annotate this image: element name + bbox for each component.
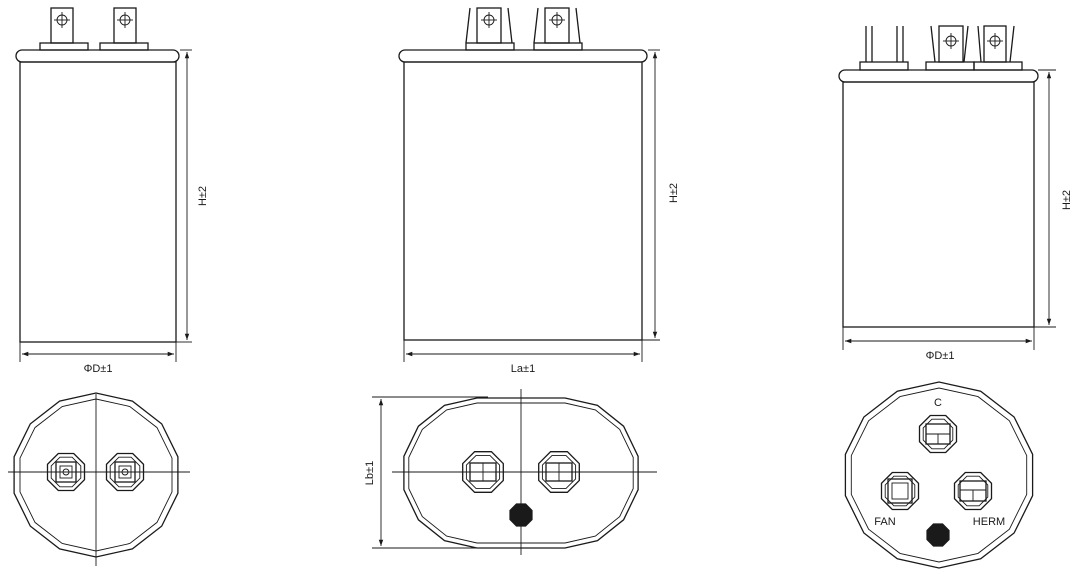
height-label: H±2: [197, 186, 209, 206]
terminal-common: [925, 25, 975, 71]
height-label: H±2: [1061, 190, 1073, 210]
top-terminal-right: [105, 452, 145, 492]
height-label: H±2: [668, 183, 680, 203]
round-dual-capacitor-top-view: C FAN HERM: [844, 381, 1034, 569]
top-terminal-herm: [953, 471, 993, 511]
oval-capacitor-side-view: H±2 La±1: [398, 7, 680, 375]
terminal-left: [39, 7, 89, 51]
capacitor-cap-rim: [838, 69, 1039, 83]
terminal-herm: [973, 25, 1023, 71]
width-label: Lb±1: [364, 461, 376, 485]
terminal-right: [533, 7, 583, 51]
inner-hexadecagon: [850, 387, 1028, 563]
diameter-label: ΦD±1: [926, 350, 955, 362]
vent-plug: [926, 523, 950, 547]
capacitor-body: [403, 61, 643, 341]
capacitor-cap-rim: [15, 49, 180, 63]
length-label: La±1: [511, 363, 535, 375]
round-dual-capacitor-side-view: H±2 ΦD±1: [838, 25, 1073, 362]
capacitor-body: [19, 61, 177, 343]
outer-hexadecagon: [13, 392, 179, 558]
round-single-capacitor-top-view: [8, 392, 190, 566]
top-terminal-left: [46, 452, 86, 492]
top-terminal-left: [462, 451, 504, 493]
oval-capacitor-top-view: Lb±1: [364, 389, 657, 555]
terminal-label-fan: FAN: [874, 516, 895, 528]
terminal-label-common: C: [934, 397, 942, 409]
terminal-right: [99, 7, 149, 51]
top-terminal-right: [538, 451, 580, 493]
capacitor-body: [842, 81, 1035, 328]
capacitor-cap-rim: [398, 49, 648, 63]
terminal-label-herm: HERM: [973, 516, 1005, 528]
outer-hexadecagon: [844, 381, 1034, 569]
top-terminal-fan: [880, 471, 920, 511]
round-single-capacitor-side-view: H±2 ΦD±1: [15, 7, 209, 375]
terminal-left: [465, 7, 515, 51]
terminal-fan: [859, 26, 909, 71]
vent-plug: [509, 503, 533, 527]
inner-oval-outline: [408, 402, 634, 544]
top-terminal-common: [918, 414, 958, 454]
diameter-label: ΦD±1: [84, 363, 113, 375]
inner-hexadecagon: [19, 398, 173, 552]
